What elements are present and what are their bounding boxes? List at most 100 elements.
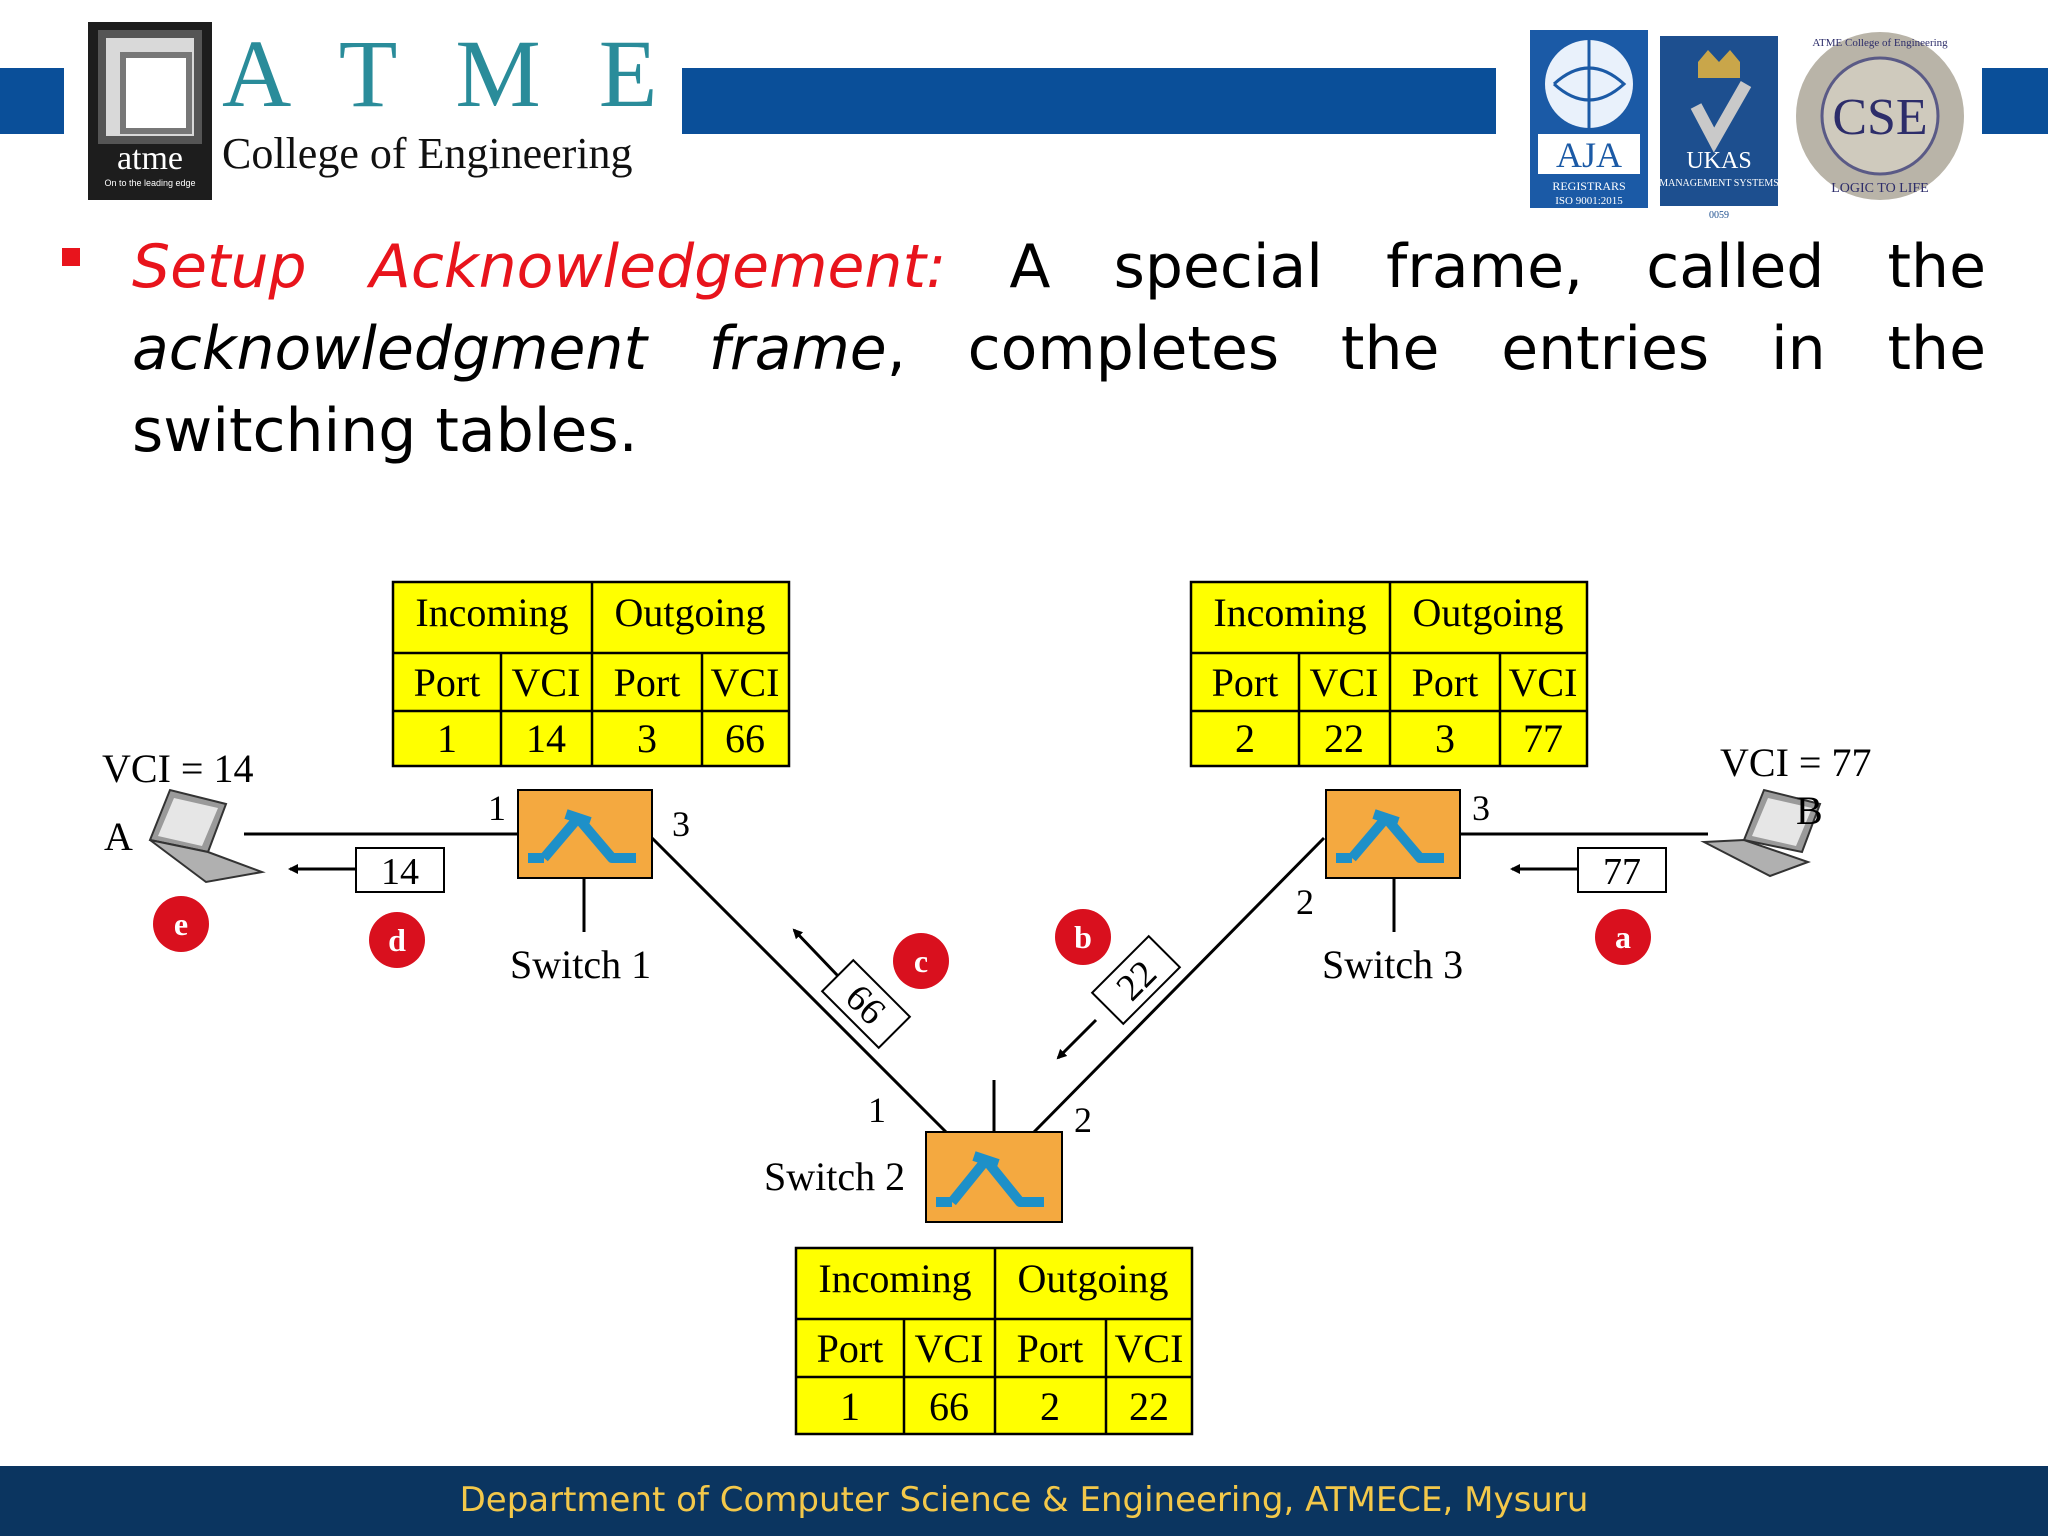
table-cell: 2 [1040, 1384, 1060, 1429]
table-cell: 1 [840, 1384, 860, 1429]
switch1-port-right: 3 [672, 804, 690, 844]
logo-frame-icon [98, 30, 202, 144]
table-header-port: Port [614, 660, 681, 705]
host-b-label: B [1796, 788, 1823, 833]
frame-14: 14 [381, 851, 419, 893]
switch3-table: Incoming Outgoing Port VCI Port VCI 2 22… [1189, 580, 1589, 768]
table-cell: 77 [1523, 716, 1563, 761]
table-cell: 22 [1324, 716, 1364, 761]
table-cell: 3 [637, 716, 657, 761]
switch3-port-left: 2 [1296, 882, 1314, 922]
switch2-table: Incoming Outgoing Port VCI Port VCI 1 66… [794, 1246, 1194, 1436]
step-b: b [1055, 909, 1111, 965]
table-header-port: Port [817, 1326, 884, 1371]
cse-motto: LOGIC TO LIFE [1831, 181, 1928, 196]
atme-logo: atme On to the leading edge [88, 22, 212, 200]
link-switch1-switch2 [650, 836, 948, 1134]
table-cell: 2 [1235, 716, 1255, 761]
switch-icon [936, 1151, 1044, 1207]
host-a-label: A [104, 814, 133, 859]
svg-text:e: e [174, 906, 188, 942]
table-header-outgoing: Outgoing [614, 590, 765, 635]
cse-seal: CSE ATME College of Engineering LOGIC TO… [1796, 32, 1964, 200]
college-name: College of Engineering [222, 129, 633, 178]
table-header-vci: VCI [915, 1326, 984, 1371]
aja-badge: AJA REGISTRARS ISO 9001:2015 [1530, 30, 1648, 208]
brand-letters: ATME [222, 20, 716, 127]
switch3-label: Switch 3 [1322, 942, 1463, 987]
svg-text:d: d [388, 922, 406, 958]
footer-bar [0, 1466, 2048, 1536]
content-text-2: , completes the entries in the switching… [132, 314, 1986, 466]
laptop-a-icon [148, 788, 266, 884]
ukas-badge: UKAS MANAGEMENT SYSTEMS 0059 [1659, 36, 1779, 221]
cse-ring-text: ATME College of Engineering [1812, 37, 1948, 49]
aja-iso: ISO 9001:2015 [1555, 195, 1623, 207]
switch-icon [1336, 809, 1444, 863]
table-header-incoming: Incoming [415, 590, 568, 635]
switch1-table: Incoming Outgoing Port VCI Port VCI 1 14… [391, 580, 791, 768]
table-cell: 14 [526, 716, 566, 761]
table-cell: 66 [929, 1384, 969, 1429]
frame-arrow-b [1056, 1018, 1098, 1060]
switch-2 [925, 1131, 1063, 1223]
host-b-vci: VCI = 77 [1720, 740, 1871, 785]
ukas-code: 0059 [1709, 210, 1729, 221]
header-band-middle [682, 68, 1496, 134]
table-cell: 3 [1435, 716, 1455, 761]
frame-77: 77 [1603, 851, 1641, 893]
step-e: e [153, 896, 209, 952]
switch2-label: Switch 2 [764, 1154, 905, 1199]
content-text-1: A special frame, called the [946, 232, 1986, 302]
ack-frame-term: acknowledgment frame [132, 314, 887, 384]
frame-22-group: 22 [1090, 934, 1182, 1026]
aja-label: AJA [1556, 135, 1622, 175]
footer-text: Department of Computer Science & Enginee… [459, 1480, 1589, 1520]
setup-ack-term: Setup Acknowledgement: [132, 232, 947, 302]
ukas-label: UKAS [1686, 148, 1751, 174]
frame-arrow-c [792, 928, 840, 978]
switch-icon [528, 809, 636, 863]
table-header-incoming: Incoming [818, 1256, 971, 1301]
host-a-vci: VCI = 14 [102, 746, 253, 791]
svg-text:a: a [1615, 919, 1631, 955]
table-header-vci: VCI [1509, 660, 1578, 705]
switch2-port-left: 1 [868, 1090, 886, 1130]
table-header-port: Port [1412, 660, 1479, 705]
step-a: a [1595, 909, 1651, 965]
table-header-port: Port [414, 660, 481, 705]
logo-tagline: On to the leading edge [104, 178, 196, 188]
table-header-outgoing: Outgoing [1412, 590, 1563, 635]
content-paragraph: Setup Acknowledgement: A special frame, … [132, 226, 1986, 472]
step-d: d [369, 912, 425, 968]
frame-14-box [355, 847, 445, 893]
switch-3 [1325, 789, 1461, 879]
ukas-sub: MANAGEMENT SYSTEMS [1659, 178, 1779, 189]
svg-text:c: c [914, 943, 928, 979]
logo-text: atme [116, 140, 184, 177]
accreditation-badges: AJA REGISTRARS ISO 9001:2015 UKAS MANAGE… [1530, 30, 1964, 221]
switch1-port-left: 1 [488, 788, 506, 828]
aja-sub: REGISTRARS [1552, 179, 1625, 193]
switch2-port-right: 2 [1074, 1100, 1092, 1140]
step-c: c [893, 933, 949, 989]
switch-1 [517, 789, 653, 879]
svg-text:b: b [1074, 919, 1092, 955]
table-header-vci: VCI [711, 660, 780, 705]
checkmark-icon [1690, 81, 1752, 153]
table-cell: 22 [1129, 1384, 1169, 1429]
link-switch2-switch3 [1032, 836, 1326, 1134]
switch3-port-right: 3 [1472, 788, 1490, 828]
header-band-left [0, 68, 64, 134]
table-header-vci: VCI [1115, 1326, 1184, 1371]
switch1-label: Switch 1 [510, 942, 651, 987]
table-header-incoming: Incoming [1213, 590, 1366, 635]
header-band-right [1982, 68, 2048, 134]
table-header-vci: VCI [512, 660, 581, 705]
table-header-port: Port [1017, 1326, 1084, 1371]
crown-icon [1698, 50, 1740, 78]
table-header-outgoing: Outgoing [1017, 1256, 1168, 1301]
table-header-vci: VCI [1310, 660, 1379, 705]
table-header-port: Port [1212, 660, 1279, 705]
